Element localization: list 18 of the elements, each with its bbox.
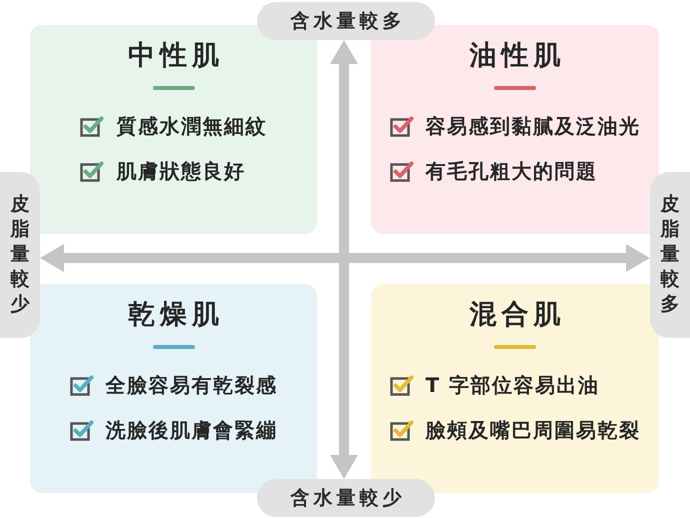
panel-heading: 乾燥肌 — [127, 298, 224, 332]
checklist-item: 肌膚狀態良好 — [116, 158, 246, 184]
double-headed-arrow — [330, 40, 358, 479]
panel-heading: 混合肌 — [468, 298, 566, 332]
axis-label: 皮脂量較少 — [0, 172, 40, 338]
checklist-item: 有毛孔粗大的問題 — [426, 158, 598, 184]
checklist-item: 全臉容易有乾裂感 — [106, 372, 278, 398]
checklist-item: 臉頰及嘴巴周圍易乾裂 — [426, 416, 640, 442]
panel-heading: 中性肌 — [127, 39, 224, 73]
double-headed-arrow — [40, 244, 650, 272]
panel-heading: 油性肌 — [468, 39, 566, 73]
checklist-item: 容易感到黏膩及泛油光 — [426, 112, 640, 138]
axis-label: 含水量較少 — [257, 479, 435, 517]
axis-label: 含水量較多 — [257, 2, 435, 40]
axis-label: 皮脂量較多 — [650, 172, 690, 338]
checklist-item: T 字部位容易出油 — [426, 372, 600, 398]
checklist-item: 洗臉後肌膚會緊繃 — [106, 416, 278, 442]
checklist-item: 質感水潤無細紋 — [116, 112, 267, 138]
